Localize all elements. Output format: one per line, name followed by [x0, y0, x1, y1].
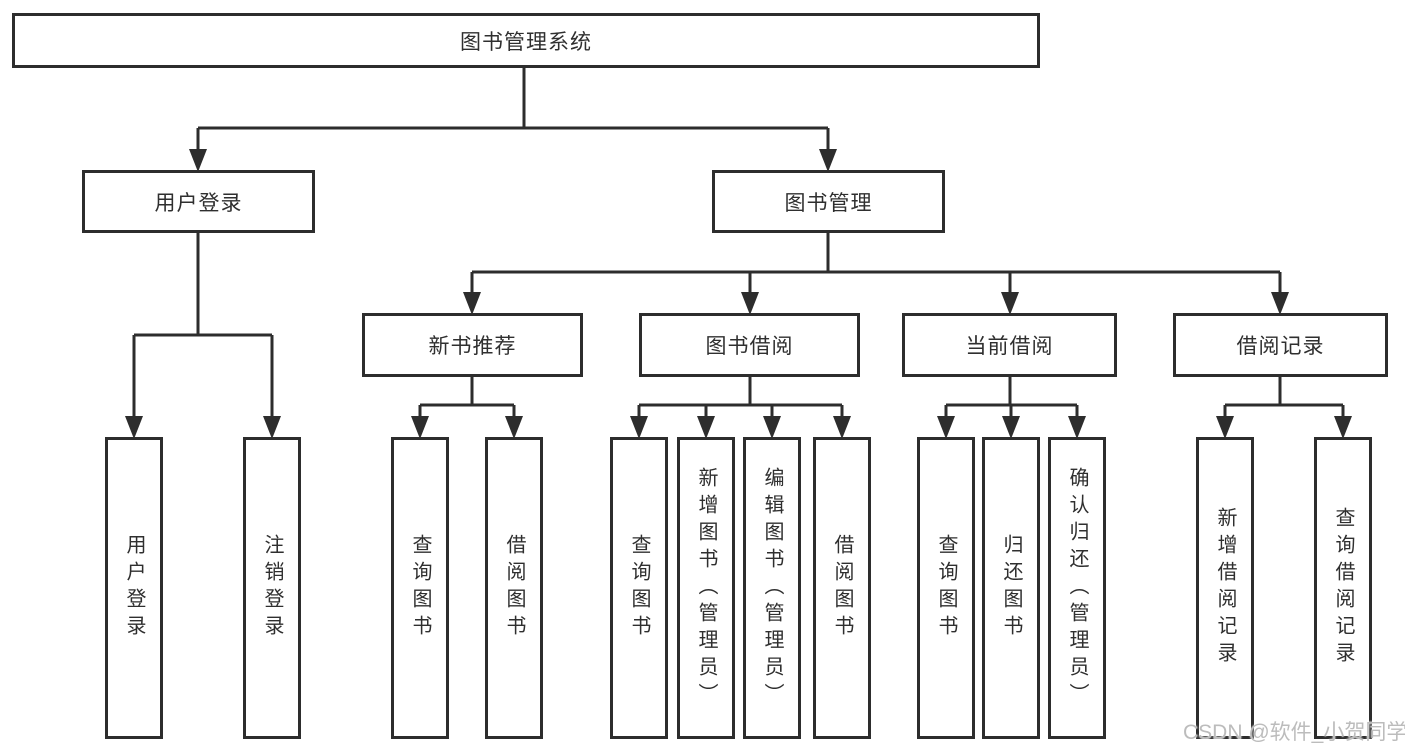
node-current-borrowing: 当前借阅	[902, 313, 1117, 377]
node-book-borrowing-label: 图书借阅	[705, 335, 794, 358]
leaf-current-return-books-label: 归还图书	[1000, 534, 1022, 642]
leaf-newbooks-query-books: 查询图书	[391, 437, 449, 739]
node-root-system: 图书管理系统	[12, 13, 1040, 68]
leaf-current-query-books-label: 查询图书	[935, 534, 957, 642]
leaf-borrowing-borrow-books-label: 借阅图书	[831, 534, 853, 642]
leaf-borrowing-borrow-books: 借阅图书	[813, 437, 871, 739]
node-book-management: 图书管理	[712, 170, 945, 233]
leaf-borrowing-query-books: 查询图书	[610, 437, 668, 739]
node-borrowing-records-label: 借阅记录	[1236, 335, 1325, 358]
leaf-borrowing-query-books-label: 查询图书	[628, 534, 650, 642]
node-current-borrowing-label: 当前借阅	[965, 335, 1054, 358]
csdn-watermark: CSDN @软件_小贺同学	[1183, 721, 1405, 744]
node-user-login-label: 用户登录	[154, 191, 243, 215]
node-new-book-recommendation: 新书推荐	[362, 313, 583, 377]
leaf-newbooks-query-books-label: 查询图书	[409, 534, 431, 642]
leaf-current-confirm-return-admin-label: 确认归还（管理员）	[1066, 466, 1088, 710]
leaf-current-query-books: 查询图书	[917, 437, 975, 739]
node-borrowing-records: 借阅记录	[1173, 313, 1388, 377]
leaf-current-return-books: 归还图书	[982, 437, 1040, 739]
node-user-login: 用户登录	[82, 170, 315, 233]
leaf-borrowing-edit-books-admin-label: 编辑图书（管理员）	[761, 466, 783, 710]
leaf-records-query-borrow-record-label: 查询借阅记录	[1332, 507, 1354, 669]
leaf-records-add-borrow-record-label: 新增借阅记录	[1214, 507, 1236, 669]
leaf-records-query-borrow-record: 查询借阅记录	[1314, 437, 1372, 739]
leaf-user-login: 用户登录	[105, 437, 163, 739]
leaf-current-confirm-return-admin: 确认归还（管理员）	[1048, 437, 1106, 739]
leaf-newbooks-borrow-books: 借阅图书	[485, 437, 543, 739]
leaf-borrowing-edit-books-admin: 编辑图书（管理员）	[743, 437, 801, 739]
leaf-logout-login: 注销登录	[243, 437, 301, 739]
leaf-records-add-borrow-record: 新增借阅记录	[1196, 437, 1254, 739]
leaf-borrowing-add-books-admin-label: 新增图书（管理员）	[695, 466, 717, 710]
leaf-newbooks-borrow-books-label: 借阅图书	[503, 534, 525, 642]
node-new-book-recommendation-label: 新书推荐	[428, 335, 517, 358]
node-book-management-label: 图书管理	[784, 191, 873, 215]
leaf-user-login-label: 用户登录	[123, 534, 145, 642]
leaf-borrowing-add-books-admin: 新增图书（管理员）	[677, 437, 735, 739]
node-root-system-label: 图书管理系统	[460, 30, 592, 54]
leaf-logout-login-label: 注销登录	[261, 534, 283, 642]
node-book-borrowing: 图书借阅	[639, 313, 860, 377]
